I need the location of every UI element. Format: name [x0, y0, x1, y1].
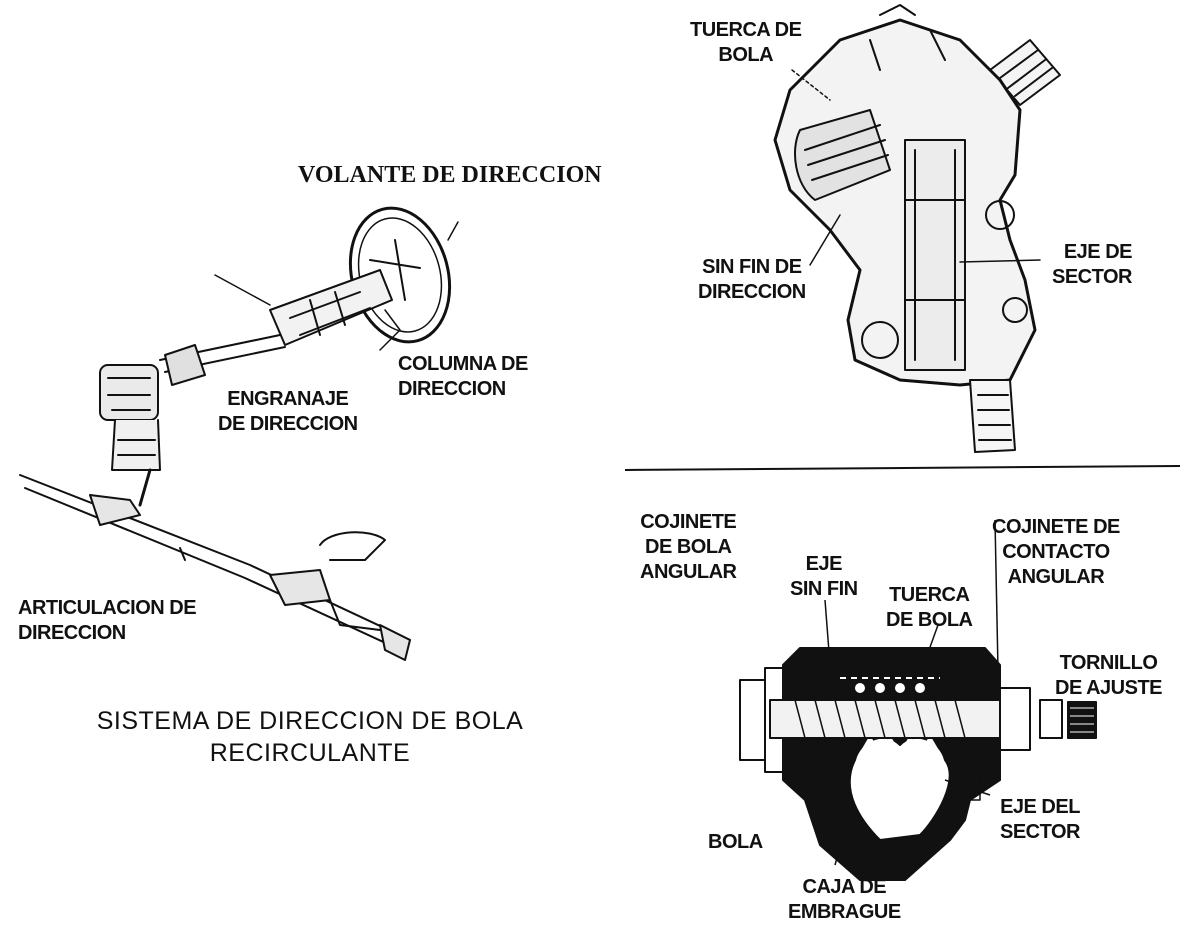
- label-adjusting-screw: TORNILLO DE AJUSTE: [1055, 651, 1163, 701]
- label-line: TUERCA DE: [690, 19, 802, 41]
- label-ball-nut-bottom: TUERCA DE BOLA: [886, 583, 973, 633]
- label-line: ENGRANAJE: [227, 388, 349, 410]
- label-ball: BOLA: [708, 831, 763, 853]
- label-line: ARTICULACION DE: [18, 597, 197, 619]
- label-line: ANGULAR: [1007, 566, 1105, 588]
- gear-cross-section: [739, 519, 1097, 881]
- diagram-title: SISTEMA DE DIRECCION DE BOLA RECIRCULANT…: [70, 705, 550, 769]
- label-worm: SIN FIN DE DIRECCION: [698, 255, 806, 305]
- label-ball-nut-top: TUERCA DE BOLA: [690, 18, 802, 68]
- label-line: DIRECCION: [18, 622, 126, 644]
- gear-box-illustration: [773, 4, 1061, 453]
- worm-shaft: [769, 699, 1026, 739]
- label-line: DE DIRECCION: [218, 413, 358, 435]
- label-sector-shaft-bottom: EJE DEL SECTOR: [1000, 795, 1080, 845]
- output-shaft: [969, 379, 1016, 453]
- label-line: EJE: [805, 553, 843, 575]
- label-line: SIN FIN: [790, 578, 858, 600]
- label-clutch-housing: CAJA DE EMBRAGUE: [788, 875, 901, 925]
- label-line: SECTOR: [1000, 821, 1080, 843]
- label-line: DE AJUSTE: [1055, 677, 1163, 699]
- label-line: COJINETE DE: [992, 516, 1120, 538]
- label-line: EJE DE: [1063, 241, 1133, 263]
- label-line: EMBRAGUE: [788, 901, 901, 923]
- label-steering-linkage: ARTICULACION DE DIRECCION: [18, 596, 197, 646]
- divider-line: [624, 465, 1181, 471]
- label-line: TUERCA: [889, 584, 970, 606]
- label-line: SIN FIN DE: [702, 256, 802, 278]
- label-worm-shaft: EJE SIN FIN: [790, 552, 858, 602]
- label-angular-ball-bearing: COJINETE DE BOLA ANGULAR: [640, 510, 737, 585]
- gear-box: [99, 364, 159, 421]
- label-line: DIRECCION: [698, 281, 806, 303]
- label-line: DE BOLA: [886, 609, 973, 631]
- label-line: TORNILLO: [1059, 652, 1158, 674]
- label-line: ANGULAR: [640, 561, 737, 583]
- steering-column: [269, 269, 393, 346]
- label-line: COJINETE: [640, 511, 737, 533]
- title-line: SISTEMA DE DIRECCION DE BOLA: [96, 707, 524, 735]
- label-angular-contact-bearing: COJINETE DE CONTACTO ANGULAR: [992, 515, 1120, 590]
- label-line: CAJA DE: [802, 876, 887, 898]
- label-line: CONTACTO: [1002, 541, 1110, 563]
- label-line: DE BOLA: [645, 536, 732, 558]
- label-steering-column: COLUMNA DE DIRECCION: [398, 352, 528, 402]
- label-line: BOLA: [718, 44, 774, 66]
- label-steering-wheel: VOLANTE DE DIRECCION: [298, 162, 602, 188]
- label-line: DIRECCION: [398, 378, 506, 400]
- title-line: RECIRCULANTE: [209, 739, 411, 767]
- label-line: COLUMNA DE: [398, 353, 528, 375]
- label-line: EJE DEL: [1000, 796, 1080, 818]
- label-line: SECTOR: [1052, 266, 1132, 288]
- steering-system-illustration: [19, 206, 459, 661]
- label-steering-gear: ENGRANAJE DE DIRECCION: [218, 387, 358, 437]
- label-sector-shaft-top: EJE DE SECTOR: [1052, 240, 1132, 290]
